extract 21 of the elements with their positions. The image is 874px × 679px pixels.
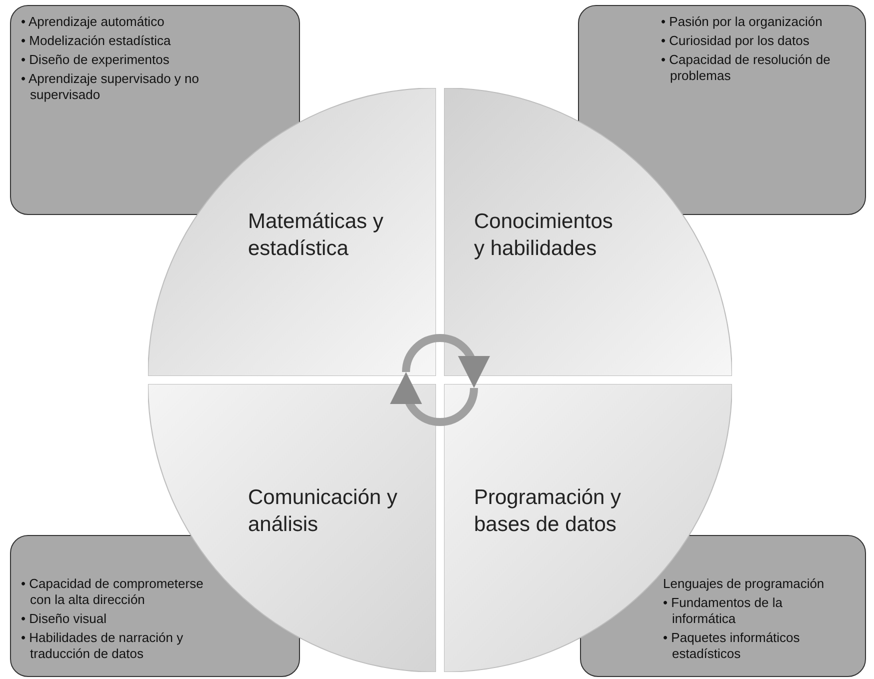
cycle-arrow bbox=[402, 334, 489, 388]
bullet-text: • Paquetes informáticos estadísticos bbox=[663, 630, 801, 662]
quadrant-segment bbox=[148, 88, 436, 376]
bullet-text: • Aprendizaje supervisado y no supervisado bbox=[21, 71, 200, 103]
bullet-text: • Fundamentos de la informática bbox=[663, 595, 784, 627]
bullet-text: • Diseño visual bbox=[21, 611, 108, 627]
bullet-text: • Capacidad de resolución de problemas bbox=[661, 52, 832, 84]
bullet-text: Lenguajes de programación bbox=[663, 576, 826, 592]
cycle-arrow bbox=[391, 372, 478, 426]
bullet-text: • Modelización estadística bbox=[21, 33, 172, 49]
quadrant-label: Conocimientos y habilidades bbox=[474, 209, 614, 262]
bullet-text: • Curiosidad por los datos bbox=[661, 33, 810, 49]
bullet-text: • Diseño de experimentos bbox=[21, 52, 170, 68]
bullet-text: • Aprendizaje automático bbox=[21, 14, 166, 30]
bullet-text: • Habilidades de narración y traducción de datos bbox=[21, 630, 184, 662]
quadrant-segment bbox=[444, 88, 732, 376]
bullet-text: • Pasión por la organización bbox=[661, 14, 824, 30]
bullet-text: • Capacidad de comprometerse con la alta dirección bbox=[21, 576, 204, 608]
quadrant-label: Comunicación y análisis bbox=[248, 485, 398, 538]
quadrant-label: Programación y bases de datos bbox=[474, 485, 622, 538]
quadrant-label: Matemáticas y estadística bbox=[248, 209, 384, 262]
